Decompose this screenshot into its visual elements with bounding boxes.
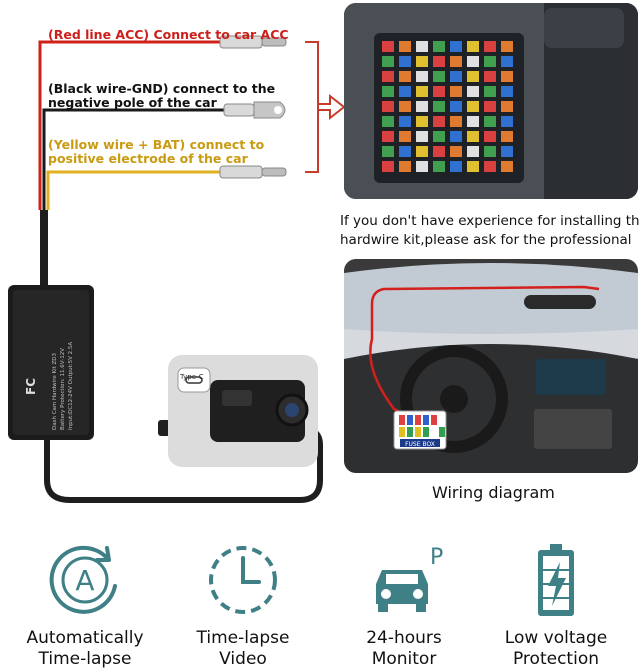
feature-label-line2: Time-lapse <box>38 649 132 669</box>
svg-text:Dash Cam Hardwire Kit ZD3: Dash Cam Hardwire Kit ZD3 <box>52 352 58 430</box>
converter-box: FC Dash Cam Hardwire Kit ZD3 Battery Pro… <box>8 285 94 440</box>
type-c-label: Type-C <box>180 373 204 381</box>
feature-label-line2: Protection <box>512 649 599 669</box>
low-battery-icon <box>538 544 574 616</box>
wiring-diagram-caption: Wiring diagram <box>432 483 555 502</box>
feature-label-line2: Video <box>219 649 267 669</box>
feature-label-line2: Monitor <box>371 649 437 669</box>
parking-monitor-icon: P <box>376 545 443 612</box>
feature-label-line1: Automatically <box>26 628 144 648</box>
feature-label-line1: Low voltage <box>504 628 608 648</box>
timelapse-clock-icon <box>209 546 277 614</box>
feature-timelapse-video: Time-lapse Video <box>168 540 318 670</box>
yellow-bullet-connector <box>219 165 287 179</box>
yellow-wire-label: (Yellow wire + BAT) connect to positive … <box>48 137 265 166</box>
svg-text:P: P <box>430 545 443 570</box>
feature-label-line1: Time-lapse <box>196 628 290 648</box>
auto-timelapse-icon: A <box>49 545 117 614</box>
red-bullet-connector <box>219 35 287 49</box>
feature-low-voltage: Low voltage Protection <box>481 540 631 670</box>
red-wire-label: (Red line ACC) Connect to car ACC <box>48 27 289 42</box>
svg-text:FC: FC <box>24 378 38 395</box>
svg-text:Battery Protection: 11.6V-12V: Battery Protection: 11.6V-12V <box>60 348 66 430</box>
fuse-box-tag: FUSE BOX <box>405 441 435 448</box>
dash-cam-inset <box>168 355 318 467</box>
installation-notice: If you don't have experience for install… <box>340 213 640 248</box>
ground-fork-terminal <box>223 101 286 119</box>
fuse-box-photo <box>344 3 638 199</box>
feature-24h-monitor: P 24-hours Monitor <box>329 540 479 670</box>
svg-text:Input:DC12-24V Output:5V 2.5A: Input:DC12-24V Output:5V 2.5A <box>68 342 74 430</box>
black-wire-label: (Black wire-GND) connect to the negative… <box>48 81 276 110</box>
car-interior-photo: FUSE BOX <box>344 259 638 473</box>
svg-text:A: A <box>75 564 94 597</box>
hardwire-kit-illustration: FC Dash Cam Hardwire Kit ZD3 Battery Pro… <box>8 35 346 503</box>
feature-auto-timelapse: A Automatically Time-lapse <box>10 540 160 670</box>
feature-label-line1: 24-hours <box>366 628 442 648</box>
